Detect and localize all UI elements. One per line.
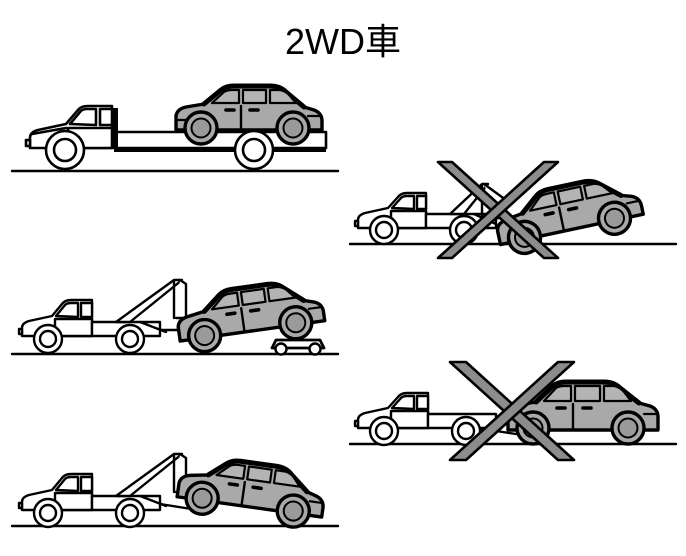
prohibition-x-mark: [448, 360, 576, 462]
tow-truck: [353, 391, 518, 447]
page-title: 2WD車: [285, 21, 401, 62]
suv-rear-wheel: [183, 110, 219, 146]
front-lift-prohibited-illustration: [348, 160, 678, 260]
suv-front-wheel: [275, 110, 311, 146]
panel-tow-truck-lifting-suv-front-wheels: [346, 158, 686, 273]
panel-tow-truck-lifting-suv-rear: [8, 438, 348, 553]
panel-tow-truck-towing-suv-flat: [346, 352, 686, 472]
panel-tow-truck-with-dolly: [8, 262, 348, 377]
suv-level-on-road: [506, 379, 660, 446]
truck-rear-wheel: [233, 129, 275, 171]
wheel-dolly: [270, 338, 326, 356]
prohibition-x-mark: [436, 160, 560, 260]
suv-on-deck: [174, 83, 324, 146]
flatbed-headboard: [112, 108, 118, 148]
truck-front-wheel: [44, 129, 86, 171]
tow-truck: [17, 452, 200, 529]
panel-flatbed-truck-carrying-suv: [8, 68, 348, 188]
flatbed-illustration: [10, 83, 340, 173]
rear-lift-illustration: [10, 452, 340, 529]
tow-truck: [17, 278, 192, 355]
flat-tow-prohibited-illustration: [348, 360, 678, 462]
suv-on-dolly: [176, 281, 327, 354]
dolly-illustration: [10, 278, 340, 356]
suv-tail-up: [175, 458, 325, 529]
